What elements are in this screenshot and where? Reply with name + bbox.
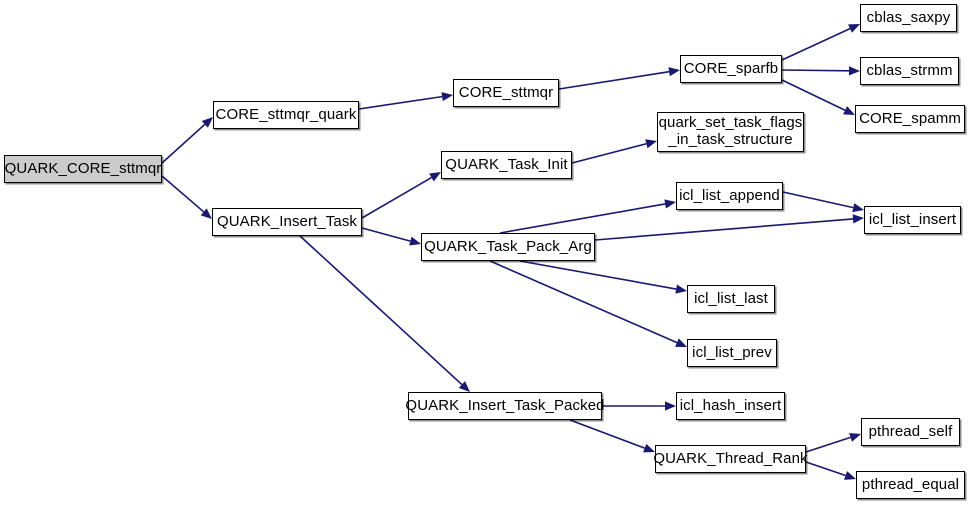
node-icl_list_append[interactable]: icl_list_append xyxy=(676,182,783,210)
edge-quark_task_pack_arg-to-icl_list_last xyxy=(519,260,687,294)
edge-quark_insert_task-to-quark_task_init xyxy=(361,172,441,219)
edge-quark_core_sttmqr-to-quark_insert_task xyxy=(161,175,212,219)
node-icl_list_prev[interactable]: icl_list_prev xyxy=(687,339,777,367)
edge-quark_task_pack_arg-to-icl_list_prev xyxy=(489,260,687,347)
edge-icl_list_append-to-icl_list_insert xyxy=(782,191,864,213)
edge-core_sparfb-to-cblas_saxpy xyxy=(781,24,860,61)
node-core_sttmqr[interactable]: CORE_sttmqr xyxy=(453,79,559,107)
node-cblas_strmm[interactable]: cblas_strmm xyxy=(860,57,959,85)
edge-quark_insert_task_packed-to-icl_hash_insert xyxy=(602,401,676,411)
node-quark_insert_task_packed[interactable]: QUARK_Insert_Task_Packed xyxy=(405,392,604,420)
node-quark_insert_task[interactable]: QUARK_Insert_Task xyxy=(212,208,362,236)
node-quark_task_init[interactable]: QUARK_Task_Init xyxy=(441,151,572,179)
node-core_spamm[interactable]: CORE_spamm xyxy=(855,105,965,133)
node-icl_list_last[interactable]: icl_list_last xyxy=(687,285,775,313)
node-quark_set_task_flags[interactable]: quark_set_task_flags _in_task_structure xyxy=(657,112,804,152)
edge-core_sttmqr_quark-to-core_sttmqr xyxy=(358,92,453,110)
node-icl_list_insert[interactable]: icl_list_insert xyxy=(864,206,961,234)
node-cblas_saxpy[interactable]: cblas_saxpy xyxy=(860,4,957,32)
node-core_sparfb[interactable]: CORE_sparfb xyxy=(680,55,782,83)
node-quark_core_sttmqr[interactable]: QUARK_CORE_sttmqr xyxy=(4,155,162,183)
node-quark_task_pack_arg[interactable]: QUARK_Task_Pack_Arg xyxy=(421,233,595,261)
node-pthread_self[interactable]: pthread_self xyxy=(861,418,960,446)
edge-quark_insert_task-to-quark_insert_task_packed xyxy=(299,235,470,392)
edge-quark_insert_task_packed-to-quark_thread_rank xyxy=(569,419,655,453)
edge-quark_insert_task-to-quark_task_pack_arg xyxy=(361,227,421,246)
edge-core_sparfb-to-core_spamm xyxy=(781,79,855,115)
edge-quark_task_pack_arg-to-icl_list_append xyxy=(499,199,676,234)
edge-core_sparfb-to-cblas_strmm xyxy=(781,66,860,76)
edge-quark_thread_rank-to-pthread_equal xyxy=(805,461,856,480)
edge-quark_core_sttmqr-to-core_sttmqr_quark xyxy=(161,117,213,164)
edge-quark_task_init-to-quark_set_task_flags xyxy=(571,139,657,164)
node-icl_hash_insert[interactable]: icl_hash_insert xyxy=(676,392,785,420)
edge-quark_task_pack_arg-to-icl_list_insert xyxy=(594,214,864,241)
node-core_sttmqr_quark[interactable]: CORE_sttmqr_quark xyxy=(213,101,359,129)
node-pthread_equal[interactable]: pthread_equal xyxy=(856,471,965,499)
edge-quark_thread_rank-to-pthread_self xyxy=(805,433,861,453)
edge-core_sttmqr-to-core_sparfb xyxy=(558,67,680,90)
node-quark_thread_rank[interactable]: QUARK_Thread_Rank xyxy=(653,445,808,473)
